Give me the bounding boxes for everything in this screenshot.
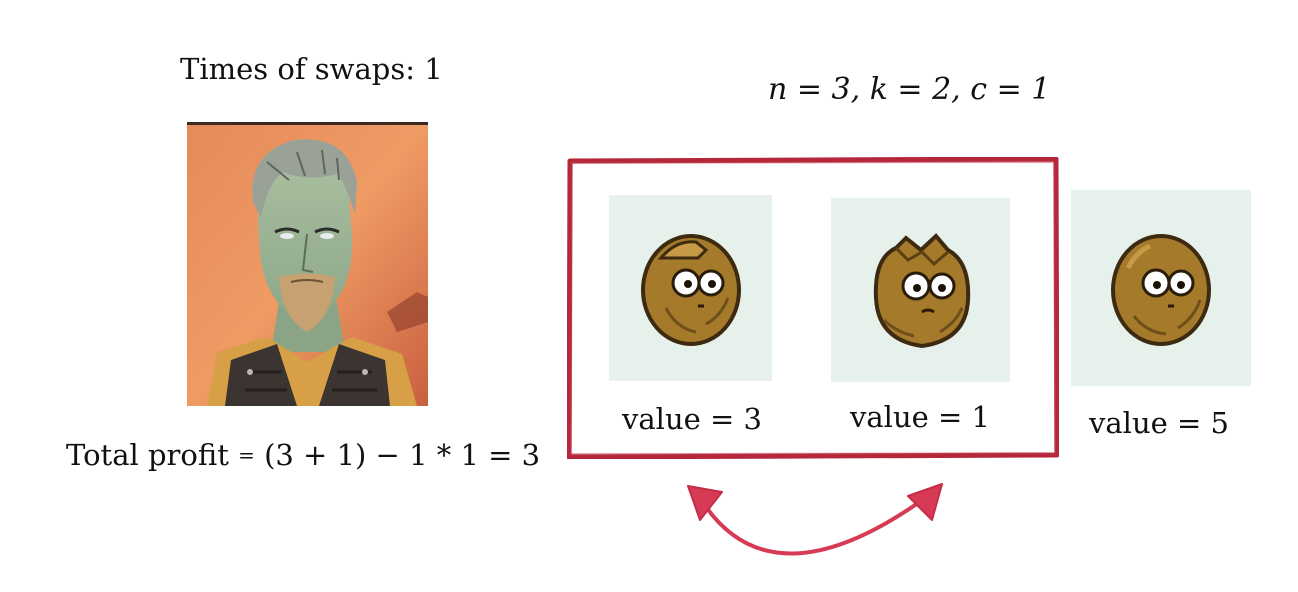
parameters-label: n = 3, k = 2, c = 1 [768, 72, 1051, 107]
item-value-label-3: value = 5 [1089, 406, 1229, 440]
item-card-1 [609, 195, 772, 381]
item-value-label-1: value = 3 [622, 402, 762, 436]
walnut-damaged-icon [873, 233, 970, 349]
walnut-cracked-icon [640, 234, 741, 346]
item-card-3 [1071, 190, 1251, 386]
total-profit-formula: Total profit = (3 + 1) − 1 * 1 = 3 [66, 438, 540, 472]
swap-arrow-icon [687, 483, 943, 556]
profit-equals-sign: = [238, 443, 255, 467]
item-value-label-2: value = 1 [850, 400, 990, 434]
walnut-icon [1111, 234, 1211, 346]
profit-expression: (3 + 1) − 1 * 1 = 3 [264, 438, 541, 472]
profit-prefix: Total profit [66, 438, 229, 472]
selection-window-box [567, 157, 1059, 459]
swaps-count-label: Times of swaps: 1 [180, 52, 443, 86]
item-card-2 [831, 198, 1010, 382]
warrior-portrait [187, 122, 428, 406]
